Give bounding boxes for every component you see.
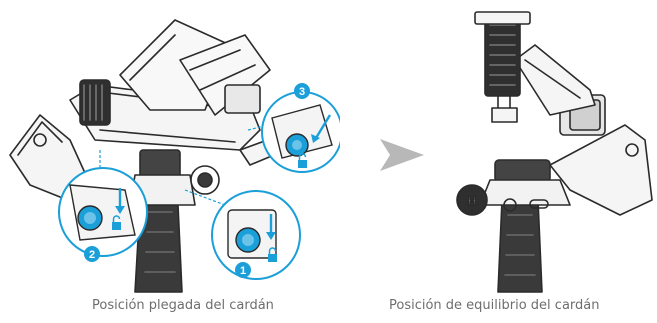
svg-text:H: H [468,194,477,208]
callout-number: 2 [89,249,95,261]
handle-grip [497,199,543,293]
lock-icon [268,247,277,262]
callout-number: 1 [240,265,246,277]
transition-arrow [372,135,432,175]
callout-3: 3 [247,83,340,173]
knob [456,184,488,216]
balanced-position-caption: Posición de equilibrio del cardán [389,298,600,313]
callout-1: 1 [184,189,301,280]
balanced-gimbal-illustration: H [420,0,657,295]
lock-icon [112,215,121,230]
brand-logo-icon: H [467,193,477,209]
arrow-right-icon [380,139,424,171]
folded-gimbal-illustration: 1 2 3 [0,0,340,295]
callout-2: 2 [58,150,148,262]
lock-icon [298,153,307,168]
folded-position-caption: Posición plegada del cardán [92,298,274,313]
callout-number: 3 [299,86,305,98]
